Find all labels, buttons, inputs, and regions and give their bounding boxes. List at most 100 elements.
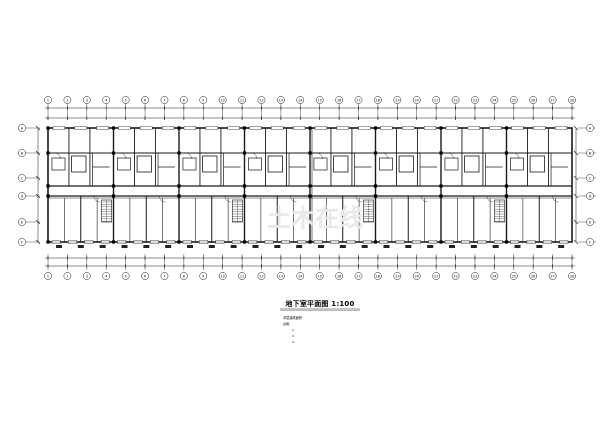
watermark: 土木在线 [267, 204, 363, 232]
window [271, 126, 284, 130]
axis-label-bottom: 24 [492, 274, 496, 278]
column [439, 151, 443, 155]
small-room [267, 155, 283, 173]
small-room [379, 157, 393, 171]
axis-label-top: 21 [434, 98, 438, 102]
axis-label-top: 1 [47, 98, 49, 102]
axis-bubble-top [102, 96, 111, 104]
small-room [202, 155, 218, 173]
axis-bubble-top [412, 96, 421, 104]
column [46, 184, 50, 188]
window [511, 126, 524, 130]
axis-label-left: D [21, 194, 24, 198]
axis-bubble-top [529, 96, 538, 104]
axis-bubble-bottom [121, 272, 130, 280]
axis-label-top: 22 [453, 98, 457, 102]
column [177, 126, 181, 130]
axis-label-top: 4 [105, 98, 107, 102]
column [373, 184, 378, 188]
axis-label-bottom: 27 [550, 274, 554, 278]
door-swing [54, 152, 61, 160]
axis-label-right: D [589, 194, 592, 198]
column [308, 240, 312, 244]
axis-label-top: 19 [395, 98, 399, 102]
column [46, 126, 50, 130]
window [292, 126, 306, 130]
grade-hatch [77, 245, 84, 248]
small-room [117, 157, 131, 171]
axis-label-left: A [21, 126, 24, 130]
axis-bubble-top [568, 96, 576, 104]
column [111, 126, 116, 130]
small-room [529, 155, 545, 173]
axis-bubble-top [335, 96, 343, 104]
axis-bubble-bottom [238, 272, 246, 280]
window [52, 126, 66, 130]
small-room [182, 157, 197, 171]
axis-label-left: F [21, 240, 23, 244]
window [227, 126, 240, 130]
grade-hatch [252, 245, 259, 248]
column [111, 151, 116, 155]
axis-bubble-left [18, 149, 26, 157]
note-2: 2. [292, 334, 295, 338]
axis-label-bottom: 5 [125, 274, 127, 278]
grade-hatch [165, 245, 172, 248]
column [242, 126, 247, 130]
axis-bubble-top [374, 96, 382, 104]
axis-bubble-bottom [141, 272, 149, 280]
axis-label-bottom: 14 [298, 274, 302, 278]
grade-hatch [318, 245, 324, 248]
axis-bubble-top [82, 96, 91, 104]
grade-hatch [143, 245, 150, 248]
window [140, 126, 153, 130]
axis-label-top: 25 [512, 98, 516, 102]
axis-bubble-bottom [451, 272, 460, 280]
column [504, 240, 509, 244]
axis-label-bottom: 21 [434, 274, 438, 278]
axis-bubble-top [471, 96, 479, 104]
door-swing [447, 152, 454, 160]
column [242, 240, 247, 244]
column [177, 151, 181, 155]
column [46, 194, 50, 198]
small-room [444, 157, 459, 171]
grade-hatch [339, 245, 346, 248]
column [504, 126, 509, 130]
plan-geometry: 1122334455667788991010111112121313141415… [18, 96, 596, 311]
axis-label-top: 12 [259, 98, 263, 102]
axis-label-top: 18 [376, 98, 380, 102]
axis-bubble-bottom [568, 272, 576, 280]
drawing-title: 地下室平面图 1:100 [285, 300, 355, 308]
axis-bubble-top [199, 96, 208, 104]
column [308, 126, 312, 130]
axis-label-right: B [589, 151, 592, 155]
axis-label-bottom: 22 [453, 274, 457, 278]
axis-label-right: E [589, 220, 591, 224]
axis-bubble-bottom [218, 272, 227, 280]
axis-label-bottom: 26 [531, 274, 535, 278]
axis-label-top: 16 [337, 98, 341, 102]
small-room [71, 155, 87, 173]
grade-hatch [208, 245, 215, 248]
axis-bubble-bottom [160, 272, 169, 280]
column [504, 194, 509, 198]
column [46, 151, 50, 155]
grade-hatch [383, 245, 390, 248]
axis-bubble-top [432, 96, 440, 104]
axis-bubble-top [451, 96, 460, 104]
axis-bubble-right [586, 124, 594, 132]
axis-label-left: C [21, 176, 24, 180]
window [554, 126, 568, 130]
note-1: 1. [292, 328, 295, 332]
column [177, 184, 181, 188]
axis-label-top: 15 [318, 98, 322, 102]
axis-bubble-bottom [432, 272, 440, 280]
axis-label-top: 23 [473, 98, 477, 102]
small-room [313, 157, 328, 171]
axis-label-bottom: 10 [221, 274, 225, 278]
axis-bubble-top [141, 96, 149, 104]
small-room [398, 155, 414, 173]
small-room [333, 155, 349, 173]
